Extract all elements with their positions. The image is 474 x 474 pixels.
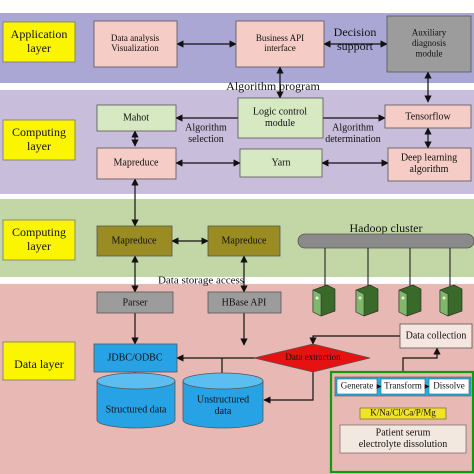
hadoop-cluster (297, 233, 474, 317)
electrolyte-process-frame: Generate Transform Dissolve K/Na/Cl/Ca/P… (329, 370, 474, 474)
structured-data-cylinder: Structured data (96, 372, 176, 429)
transform-text: Transform (384, 381, 422, 391)
mahot-text: Mahot (123, 112, 149, 123)
hadoop-bus-bar (297, 233, 474, 249)
data-extraction-text: Data extraction (285, 352, 341, 362)
hbase-api-box: HBase API (207, 291, 282, 314)
tensorflow-text: Tensorflow (405, 111, 451, 122)
data-layer-text: Data layer (14, 357, 64, 371)
mapreduce-box-2: Mapreduce (96, 225, 173, 257)
electrolytes-text: K/Na/Cl/Ca/P/Mg (370, 408, 436, 418)
hbase-api-text: HBase API (222, 297, 267, 308)
yarn-text: Yarn (272, 157, 291, 168)
data-extraction-diamond: Data extraction (253, 343, 371, 373)
jdbc-odbc-box: JDBC/ODBC (93, 343, 178, 373)
dissolve-text: Dissolve (433, 381, 465, 391)
data-collection-text: Data collection (406, 330, 467, 341)
patient-serum-box (339, 424, 467, 454)
yarn-box: Yarn (239, 148, 323, 178)
tensorflow-box: Tensorflow (384, 104, 472, 129)
mapreduce-text-3: Mapreduce (222, 235, 268, 246)
server-icon (398, 284, 422, 317)
mapreduce-box-3: Mapreduce (207, 225, 281, 257)
parser-box: Parser (96, 291, 174, 314)
server-icon (312, 284, 336, 317)
electrolytes-box (359, 407, 447, 420)
structured-data-text: Structured data (106, 404, 167, 415)
jdbc-odbc-text: JDBC/ODBC (107, 352, 162, 363)
server-icon (439, 284, 463, 317)
parser-text: Parser (123, 297, 149, 308)
hadoop-cluster-label: Hadoop cluster (350, 221, 423, 235)
generate-text: Generate (341, 381, 373, 391)
server-icon (355, 284, 379, 317)
data-layer-label: Data layer (2, 341, 76, 381)
mapreduce-text-2: Mapreduce (112, 235, 158, 246)
data-storage-access-label: Data storage access (158, 275, 244, 287)
mapreduce-box-1: Mapreduce (96, 147, 177, 180)
data-collection-box: Data collection (399, 323, 473, 349)
algorithm-program-label: Algorithm program (226, 79, 320, 93)
mapreduce-text-1: Mapreduce (114, 157, 160, 168)
mahot-box: Mahot (96, 104, 177, 132)
